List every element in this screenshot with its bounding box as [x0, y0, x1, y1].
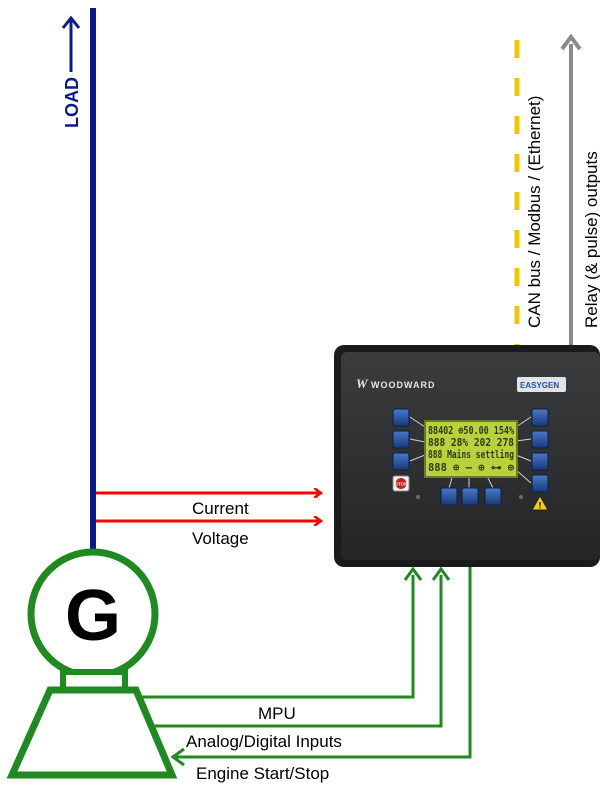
brand-label: WOODWARD — [371, 380, 436, 390]
analog-line — [150, 575, 443, 728]
can-bus-label: CAN bus / Modbus / (Ethernet) — [525, 96, 544, 328]
right-button-4[interactable] — [531, 474, 549, 493]
mpu-label: MPU — [258, 704, 296, 723]
stop-icon — [395, 478, 407, 489]
right-button-1[interactable] — [531, 408, 549, 427]
engine-arrowhead-icon — [170, 747, 185, 767]
model-logo: EASYGEN — [520, 381, 559, 390]
stop-label: STOP — [395, 482, 407, 487]
lcd-line-4: 888 ⊕ — ⊕ ⊶ ⊕ — [428, 462, 515, 474]
left-button-1[interactable] — [392, 408, 410, 427]
relay-arrowhead-icon — [560, 33, 582, 51]
analog-label: Analog/Digital Inputs — [186, 732, 342, 751]
left-button-2[interactable] — [392, 430, 410, 449]
button-leader-lines — [409, 416, 532, 489]
stop-led-icon — [416, 495, 420, 499]
model-logo-badge — [517, 377, 566, 392]
bottom-button-1[interactable] — [440, 487, 458, 506]
load-label: LOAD — [62, 77, 82, 128]
left-button-3[interactable] — [392, 452, 410, 471]
mpu-arrowhead-icon — [403, 566, 423, 581]
mpu-line — [140, 575, 415, 699]
lcd-screen — [426, 422, 516, 476]
bottom-button-3[interactable] — [484, 487, 502, 506]
controller: W WOODWARD EASYGEN 88402 ⊕50 — [334, 345, 600, 567]
right-button-3[interactable] — [531, 452, 549, 471]
analog-arrowhead-icon — [431, 566, 451, 581]
lcd-line-2: 888 28% 202 278 — [428, 437, 514, 449]
woodward-logo-icon: W — [356, 376, 369, 391]
engine-base — [6, 686, 178, 779]
generator: G — [6, 548, 178, 779]
lcd-line-1: 88402 ⊕50.00 154% — [428, 425, 515, 437]
engine-line — [176, 567, 472, 759]
warning-icon — [531, 494, 549, 511]
relay-label: Relay (& pulse) outputs — [582, 151, 600, 328]
voltage-label: Voltage — [192, 529, 249, 548]
alarm-led-icon — [519, 495, 523, 499]
lcd-line-3: 888 Mains settling — [428, 449, 514, 461]
current-label: Current — [192, 499, 249, 518]
bottom-button-2[interactable] — [461, 487, 479, 506]
generator-symbol: G — [65, 576, 121, 656]
engine-label: Engine Start/Stop — [196, 764, 329, 783]
load-label-group: LOAD — [61, 15, 82, 128]
load-arrowhead-icon — [61, 15, 81, 29]
warning-icon-mark: ! — [539, 501, 542, 511]
right-button-2[interactable] — [531, 430, 549, 449]
